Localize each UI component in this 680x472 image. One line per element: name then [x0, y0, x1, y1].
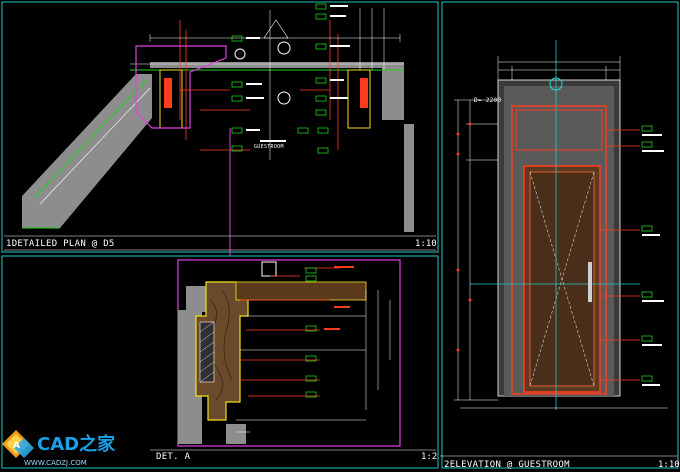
plan-view[interactable] [22, 3, 414, 256]
plan-room-tag: GUESTROOM [254, 144, 284, 150]
plan-wall-hatch [22, 74, 152, 228]
elevation-view-scale: 1:10 [658, 460, 680, 470]
elevation-view-title: 2ELEVATION @ GUESTROOM [444, 460, 570, 470]
svg-text:A: A [13, 441, 20, 451]
watermark-brand: CAD之家 [37, 434, 116, 455]
title-bars [4, 235, 436, 451]
plan-view-title: 1DETAILED PLAN @ D5 [6, 239, 115, 249]
elevation-height-tag: D= 2200 [474, 97, 502, 104]
detail-a-view[interactable] [177, 259, 401, 447]
cad-logo-icon: A [2, 430, 34, 458]
watermark-url: WWW.CADZJ.COM [24, 459, 87, 467]
detail-view-title: DET. A [156, 452, 191, 462]
plan-view-scale: 1:10 [415, 239, 437, 249]
detail-view-scale: 1:2 [421, 452, 438, 462]
elevation-view[interactable] [440, 40, 678, 457]
